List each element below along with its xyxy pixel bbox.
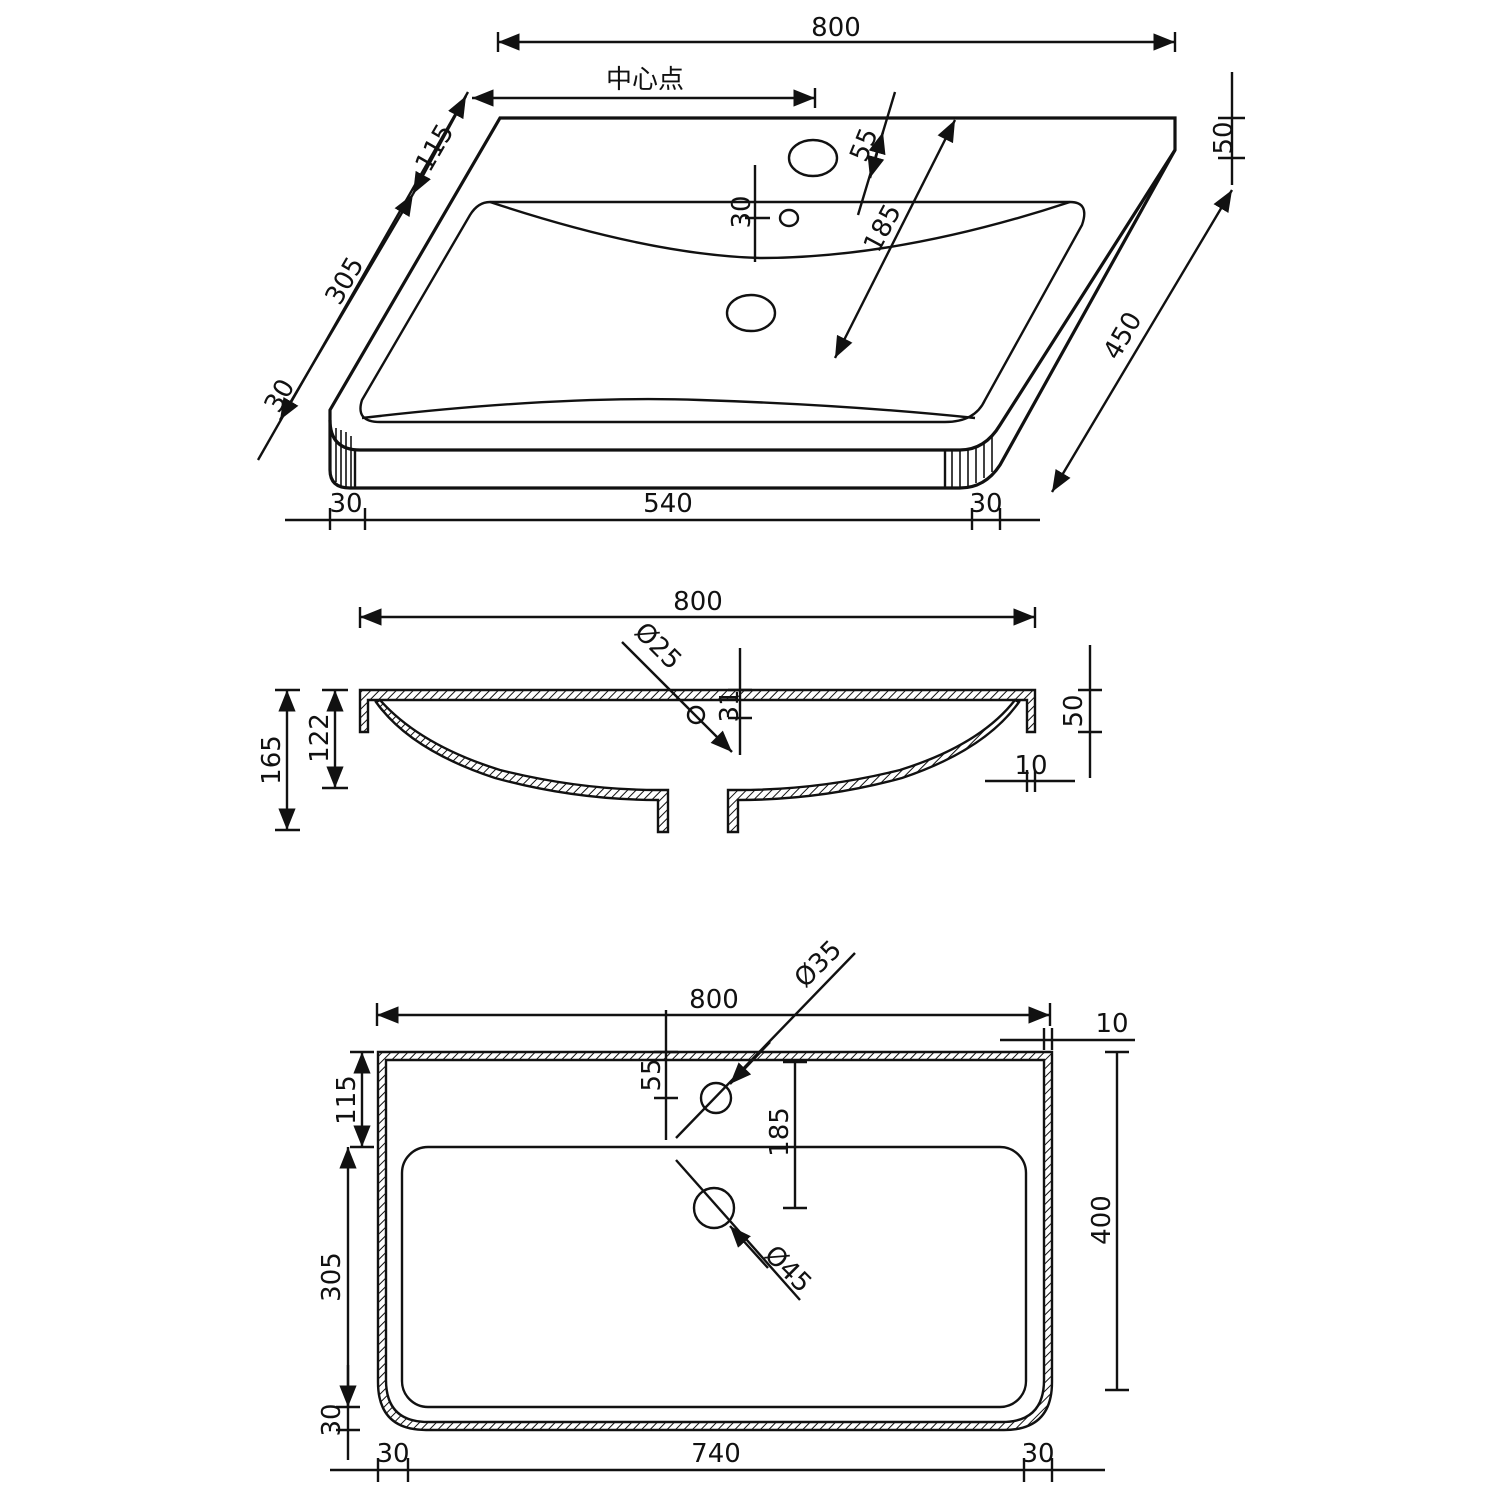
perspective-view: 800 中心点 115 305 30 55 185 30 50 450 30 5… bbox=[256, 13, 1245, 530]
dim-edge-right-top-label: 30 bbox=[1021, 1439, 1054, 1469]
edge-shading-right bbox=[951, 436, 993, 488]
dim-arrow bbox=[411, 95, 468, 195]
top-width-label: 800 bbox=[689, 985, 739, 1015]
top-bowl-outline bbox=[400, 1145, 1028, 1409]
center-point-label: 中心点 bbox=[606, 65, 684, 95]
dim-305-top-label: 305 bbox=[317, 1252, 347, 1302]
dim-drain-diameter-label: Ø45 bbox=[758, 1240, 817, 1299]
dim-tap-diameter-label: Ø35 bbox=[789, 935, 848, 994]
dim-overflow-diameter-label: Ø25 bbox=[628, 617, 687, 676]
dim-115-label: 115 bbox=[410, 119, 461, 177]
basin-front-edge bbox=[328, 149, 1177, 490]
dim-line-overflow-diameter bbox=[621, 641, 733, 753]
dim-55-top-label: 55 bbox=[637, 1058, 667, 1091]
dim-height-label: 50 bbox=[1209, 121, 1239, 154]
dim-185-top-label: 185 bbox=[765, 1107, 795, 1157]
overflow-hole-section bbox=[686, 705, 706, 725]
dim-arrow bbox=[278, 193, 415, 421]
section-top-slab bbox=[358, 688, 1037, 734]
overflow-hole bbox=[778, 208, 800, 228]
dim-10-label: 10 bbox=[1014, 751, 1047, 781]
bowl-back-curve bbox=[489, 200, 1071, 260]
dim-line-185 bbox=[833, 119, 957, 359]
dim-740-label: 740 bbox=[691, 1439, 741, 1469]
section-view: 800 Ø25 31 165 122 50 10 bbox=[257, 587, 1102, 834]
dim-arrow bbox=[729, 1225, 769, 1269]
dim-50-label: 50 bbox=[1059, 694, 1089, 727]
section-width-label: 800 bbox=[673, 587, 723, 617]
dim-31-label: 31 bbox=[715, 689, 745, 722]
edge-shading-left bbox=[335, 428, 352, 488]
dim-115-top-label: 115 bbox=[332, 1075, 362, 1125]
section-bowl-left bbox=[374, 698, 670, 834]
top-view: 800 Ø35 Ø45 10 55 185 400 115 bbox=[317, 935, 1135, 1482]
dim-55-label: 55 bbox=[844, 124, 884, 166]
dim-width-label: 800 bbox=[811, 13, 861, 43]
drain-hole-top bbox=[692, 1186, 736, 1230]
drain-hole bbox=[725, 293, 777, 333]
section-bowl-right bbox=[726, 698, 1021, 834]
dim-arrow bbox=[729, 1041, 771, 1085]
dim-30-top-label: 30 bbox=[317, 1403, 347, 1436]
dim-wall-10-label: 10 bbox=[1095, 1009, 1128, 1039]
dim-edge-left-top-label: 30 bbox=[376, 1439, 409, 1469]
bowl-opening bbox=[359, 200, 1086, 424]
dim-overflow-label: 30 bbox=[727, 195, 757, 228]
tap-hole bbox=[787, 138, 839, 178]
dim-edge-left-label: 30 bbox=[329, 489, 362, 519]
dim-450-label: 450 bbox=[1098, 307, 1149, 365]
dim-400-label: 400 bbox=[1087, 1195, 1117, 1245]
dim-165-label: 165 bbox=[257, 735, 287, 785]
dim-30-rim-label: 30 bbox=[259, 374, 302, 418]
top-outer-shell bbox=[376, 1050, 1054, 1432]
dim-edge-right-label: 30 bbox=[969, 489, 1002, 519]
bowl-front-curve bbox=[361, 397, 976, 420]
dim-540-label: 540 bbox=[643, 489, 693, 519]
tap-hole-top bbox=[699, 1081, 733, 1115]
dim-line-450 bbox=[1050, 189, 1234, 493]
dim-122-label: 122 bbox=[305, 713, 335, 763]
